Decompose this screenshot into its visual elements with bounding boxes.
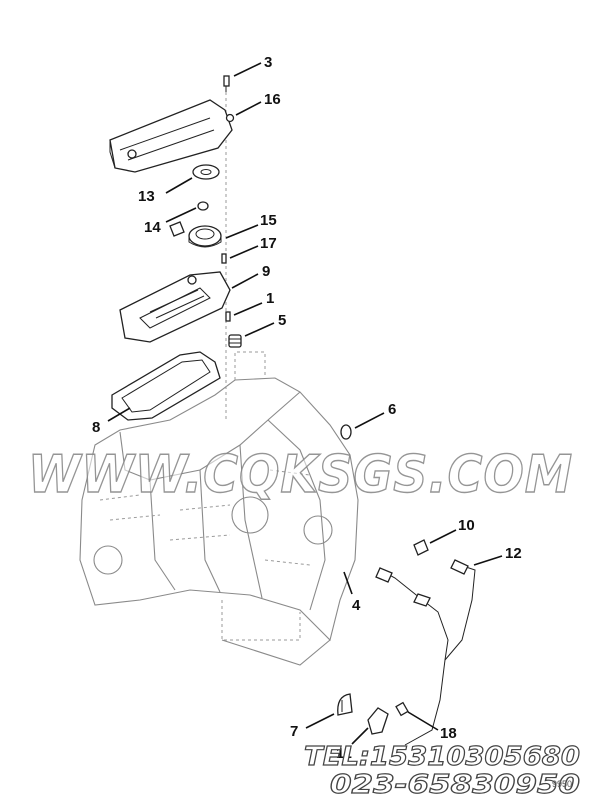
callout-17: 17 bbox=[260, 235, 277, 252]
callout-labels: 3 16 13 14 15 17 9 1 5 8 6 10 12 4 7 11 … bbox=[92, 54, 522, 762]
part-10-fitting bbox=[413, 539, 429, 556]
callout-7: 7 bbox=[290, 723, 298, 740]
part-9-rocker-cover bbox=[119, 271, 231, 343]
part-8-gasket bbox=[111, 351, 221, 421]
part-12-tube bbox=[375, 559, 476, 746]
part-1-bolt bbox=[225, 311, 231, 322]
callout-9: 9 bbox=[262, 263, 270, 280]
part-7-clamp bbox=[337, 693, 353, 716]
part-15-breather bbox=[188, 225, 222, 248]
contact-phone: 023-65830950 bbox=[330, 770, 580, 800]
engine-block bbox=[79, 351, 359, 666]
callout-6: 6 bbox=[388, 401, 396, 418]
leader-lines bbox=[107, 62, 503, 745]
part-14-plug bbox=[169, 201, 209, 237]
callout-18: 18 bbox=[440, 725, 457, 742]
callout-13: 13 bbox=[138, 188, 155, 205]
callout-15: 15 bbox=[260, 212, 277, 229]
callout-3: 3 bbox=[264, 54, 272, 71]
callout-1: 1 bbox=[266, 290, 274, 307]
watermark-text: WWW.CQKSGS.COM bbox=[28, 445, 573, 505]
part-13-seal-ring bbox=[192, 164, 220, 180]
part-18-fitting bbox=[395, 701, 409, 717]
contact-tel: TEL:15310305680 bbox=[304, 742, 580, 772]
callout-10: 10 bbox=[458, 517, 475, 534]
callout-14: 14 bbox=[144, 219, 161, 236]
callout-12: 12 bbox=[505, 545, 522, 562]
part-5-grommet bbox=[228, 334, 242, 348]
part-11-clamp bbox=[367, 707, 389, 735]
callout-16: 16 bbox=[264, 91, 281, 108]
callout-8: 8 bbox=[92, 419, 100, 436]
callout-5: 5 bbox=[278, 312, 286, 329]
figure-code: 9950 bbox=[552, 779, 572, 789]
part-6-o-ring bbox=[340, 424, 352, 440]
part-17-bolt bbox=[221, 253, 227, 264]
part-16-valve-cover bbox=[109, 99, 235, 173]
part-3-bolt bbox=[223, 75, 230, 92]
callout-11: 11 bbox=[336, 745, 352, 762]
callout-4: 4 bbox=[352, 597, 361, 614]
